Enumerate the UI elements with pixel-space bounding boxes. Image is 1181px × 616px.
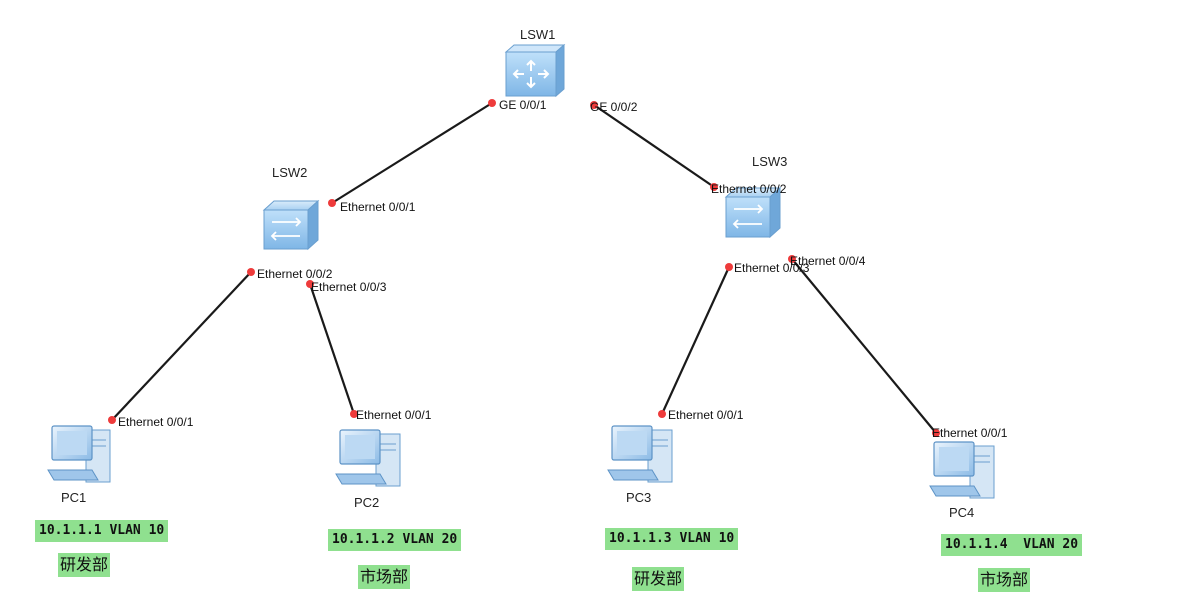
device-label-pc1: PC1 [61, 490, 86, 505]
port-dot [108, 416, 116, 424]
link-lsw1-lsw2 [331, 102, 493, 204]
department-label-pc1: 研发部 [58, 553, 111, 577]
port-label-lsw2-e003: Ethernet 0/0/3 [311, 280, 387, 294]
port-dots [108, 99, 940, 437]
lsw2-switch[interactable]: LSW2 [262, 165, 320, 251]
lsw3-switch[interactable]: LSW3 [724, 154, 787, 239]
pc4[interactable]: PC4 [929, 441, 995, 520]
port-dot [932, 429, 940, 437]
ip-vlan-label-pc2: 10.1.1.2 VLAN 20 [328, 529, 462, 551]
department-label-pc3: 研发部 [632, 567, 685, 591]
pc3[interactable]: PC3 [607, 425, 673, 505]
device-label-lsw2: LSW2 [272, 165, 307, 180]
layer2-switch-icon [262, 199, 320, 251]
links [111, 102, 937, 434]
port-dot [247, 268, 255, 276]
link-lsw1-lsw3 [593, 104, 715, 188]
link-lsw3-pc3 [660, 266, 731, 415]
link-lsw2-pc1 [111, 271, 252, 421]
port-label-lsw1-ge002: GE 0/0/2 [590, 100, 638, 114]
device-label-lsw3: LSW3 [752, 154, 787, 169]
port-dot [725, 263, 733, 271]
desktop-pc-icon [607, 425, 673, 483]
device-label-lsw1: LSW1 [520, 27, 555, 42]
device-label-pc3: PC3 [626, 490, 651, 505]
port-dot [488, 99, 496, 107]
port-label-lsw2-e002: Ethernet 0/0/2 [257, 267, 333, 281]
ip-vlan-label-pc3: 10.1.1.3 VLAN 10 [605, 528, 739, 550]
port-dot [590, 101, 598, 109]
port-dot [710, 183, 718, 191]
ip-vlan-label-pc4: 10.1.1.4 VLAN 20 [941, 534, 1083, 556]
port-label-lsw3-e002: Ethernet 0/0/2 [711, 182, 787, 196]
port-dot [306, 280, 314, 288]
link-lsw2-pc2 [308, 283, 356, 415]
link-lsw3-pc4 [791, 258, 937, 434]
port-dot [328, 199, 336, 207]
department-label-pc2: 市场部 [358, 565, 411, 589]
layer3-switch-icon [504, 43, 566, 98]
desktop-pc-icon [47, 425, 111, 483]
pc2[interactable]: PC2 [335, 429, 401, 510]
port-labels: GE 0/0/1 GE 0/0/2 Ethernet 0/0/1 Etherne… [118, 98, 1008, 440]
port-label-lsw2-e001: Ethernet 0/0/1 [340, 200, 416, 214]
port-dot [788, 255, 796, 263]
port-dot [658, 410, 666, 418]
layer2-switch-icon [724, 186, 782, 239]
department-label-pc4: 市场部 [978, 568, 1031, 592]
port-label-lsw1-ge001: GE 0/0/1 [499, 98, 547, 112]
port-dot [350, 410, 358, 418]
port-label-pc4-e001: Ethernet 0/0/1 [932, 426, 1008, 440]
device-label-pc4: PC4 [949, 505, 974, 520]
desktop-pc-icon [335, 429, 401, 487]
desktop-pc-icon [929, 441, 995, 499]
port-label-pc3-e001: Ethernet 0/0/1 [668, 408, 744, 422]
ip-vlan-label-pc1: 10.1.1.1 VLAN 10 [35, 520, 169, 542]
port-label-pc2-e001: Ethernet 0/0/1 [356, 408, 432, 422]
port-label-pc1-e001: Ethernet 0/0/1 [118, 415, 194, 429]
port-label-lsw3-e003: Ethernet 0/0/3 [734, 261, 810, 275]
device-label-pc2: PC2 [354, 495, 379, 510]
lsw1-switch[interactable]: LSW1 [504, 27, 566, 98]
pc1[interactable]: PC1 [47, 425, 111, 505]
port-label-lsw3-e004: Ethernet 0/0/4 [790, 254, 866, 268]
